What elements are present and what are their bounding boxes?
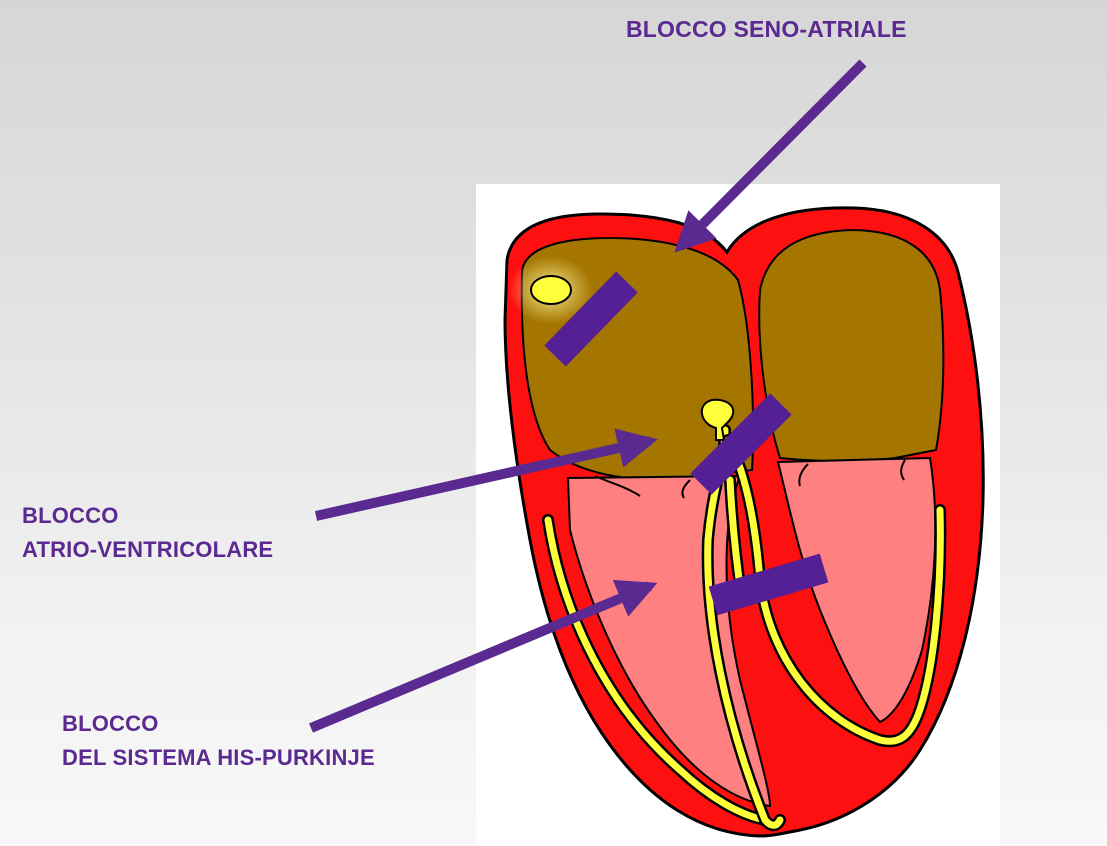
sa-node [531, 276, 571, 304]
left-atrium [759, 230, 943, 461]
